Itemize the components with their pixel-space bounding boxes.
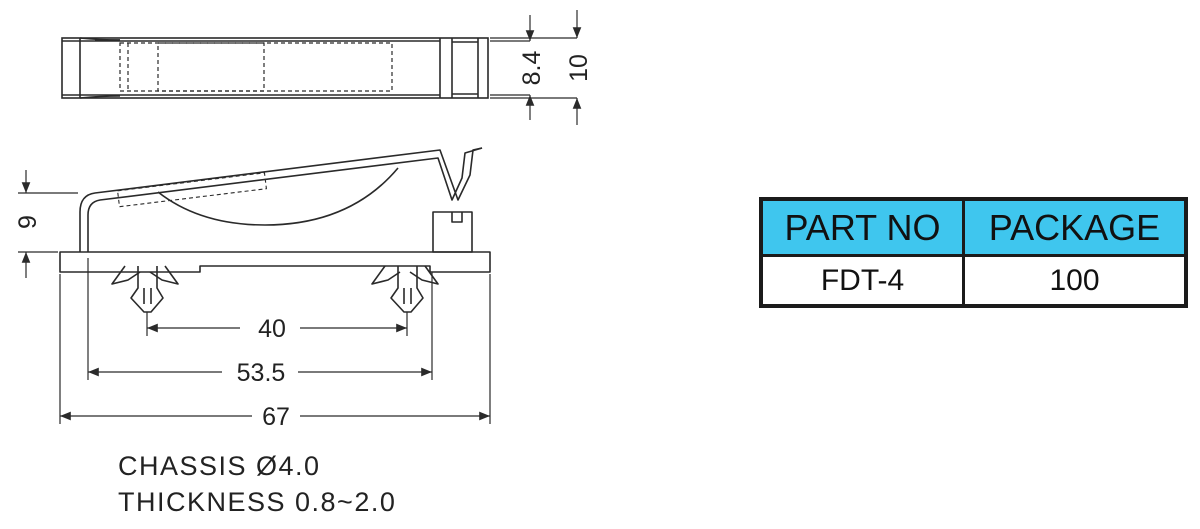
dim-8-4-label: 8.4: [518, 51, 546, 86]
header-package: PACKAGE: [965, 201, 1184, 257]
thickness-spec: THICKNESS 0.8~2.0: [118, 487, 397, 517]
cell-package: 100: [965, 257, 1184, 304]
left-pin: [111, 265, 179, 313]
side-view-height-dim: [18, 170, 78, 278]
top-view-dims: [490, 10, 582, 125]
side-view: [59, 147, 491, 313]
right-pin: [371, 265, 439, 313]
cell-part-no: FDT-4: [763, 257, 965, 304]
dim-53-5-label: 53.5: [237, 359, 286, 387]
dim-67-label: 67: [262, 403, 290, 431]
part-table: PART NO PACKAGE FDT-4 100: [759, 197, 1188, 308]
dim-40-label: 40: [258, 315, 286, 343]
dim-10-label: 10: [565, 54, 593, 82]
dim-9-label: 9: [14, 215, 42, 229]
top-view: [61, 37, 489, 99]
chassis-spec: CHASSIS Ø4.0: [118, 451, 321, 481]
header-part-no: PART NO: [763, 201, 965, 257]
horizontal-dims: [59, 258, 491, 424]
